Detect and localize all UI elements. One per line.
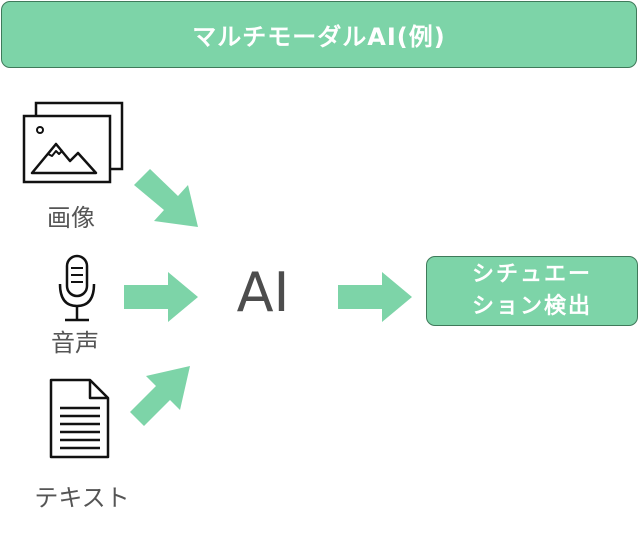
ai-node-label: AI xyxy=(236,261,290,324)
arrow-ai-to-output xyxy=(338,272,412,322)
microphone-icon xyxy=(58,254,96,322)
input-label-text: テキスト xyxy=(34,484,130,512)
output-node: シチュエー ション検出 xyxy=(426,256,638,326)
arrow-audio-to-ai xyxy=(124,272,198,322)
input-label-audio: 音声 xyxy=(51,329,99,357)
document-icon xyxy=(49,378,110,459)
output-label-line1: シチュエー xyxy=(471,262,592,287)
diagram-title: マルチモーダルAI(例) xyxy=(1,1,637,68)
arrow-image-to-ai xyxy=(134,169,198,227)
output-label-line2: ション検出 xyxy=(471,294,592,319)
input-label-image: 画像 xyxy=(47,204,95,232)
image-icon xyxy=(22,101,124,184)
arrow-text-to-ai xyxy=(130,366,190,426)
